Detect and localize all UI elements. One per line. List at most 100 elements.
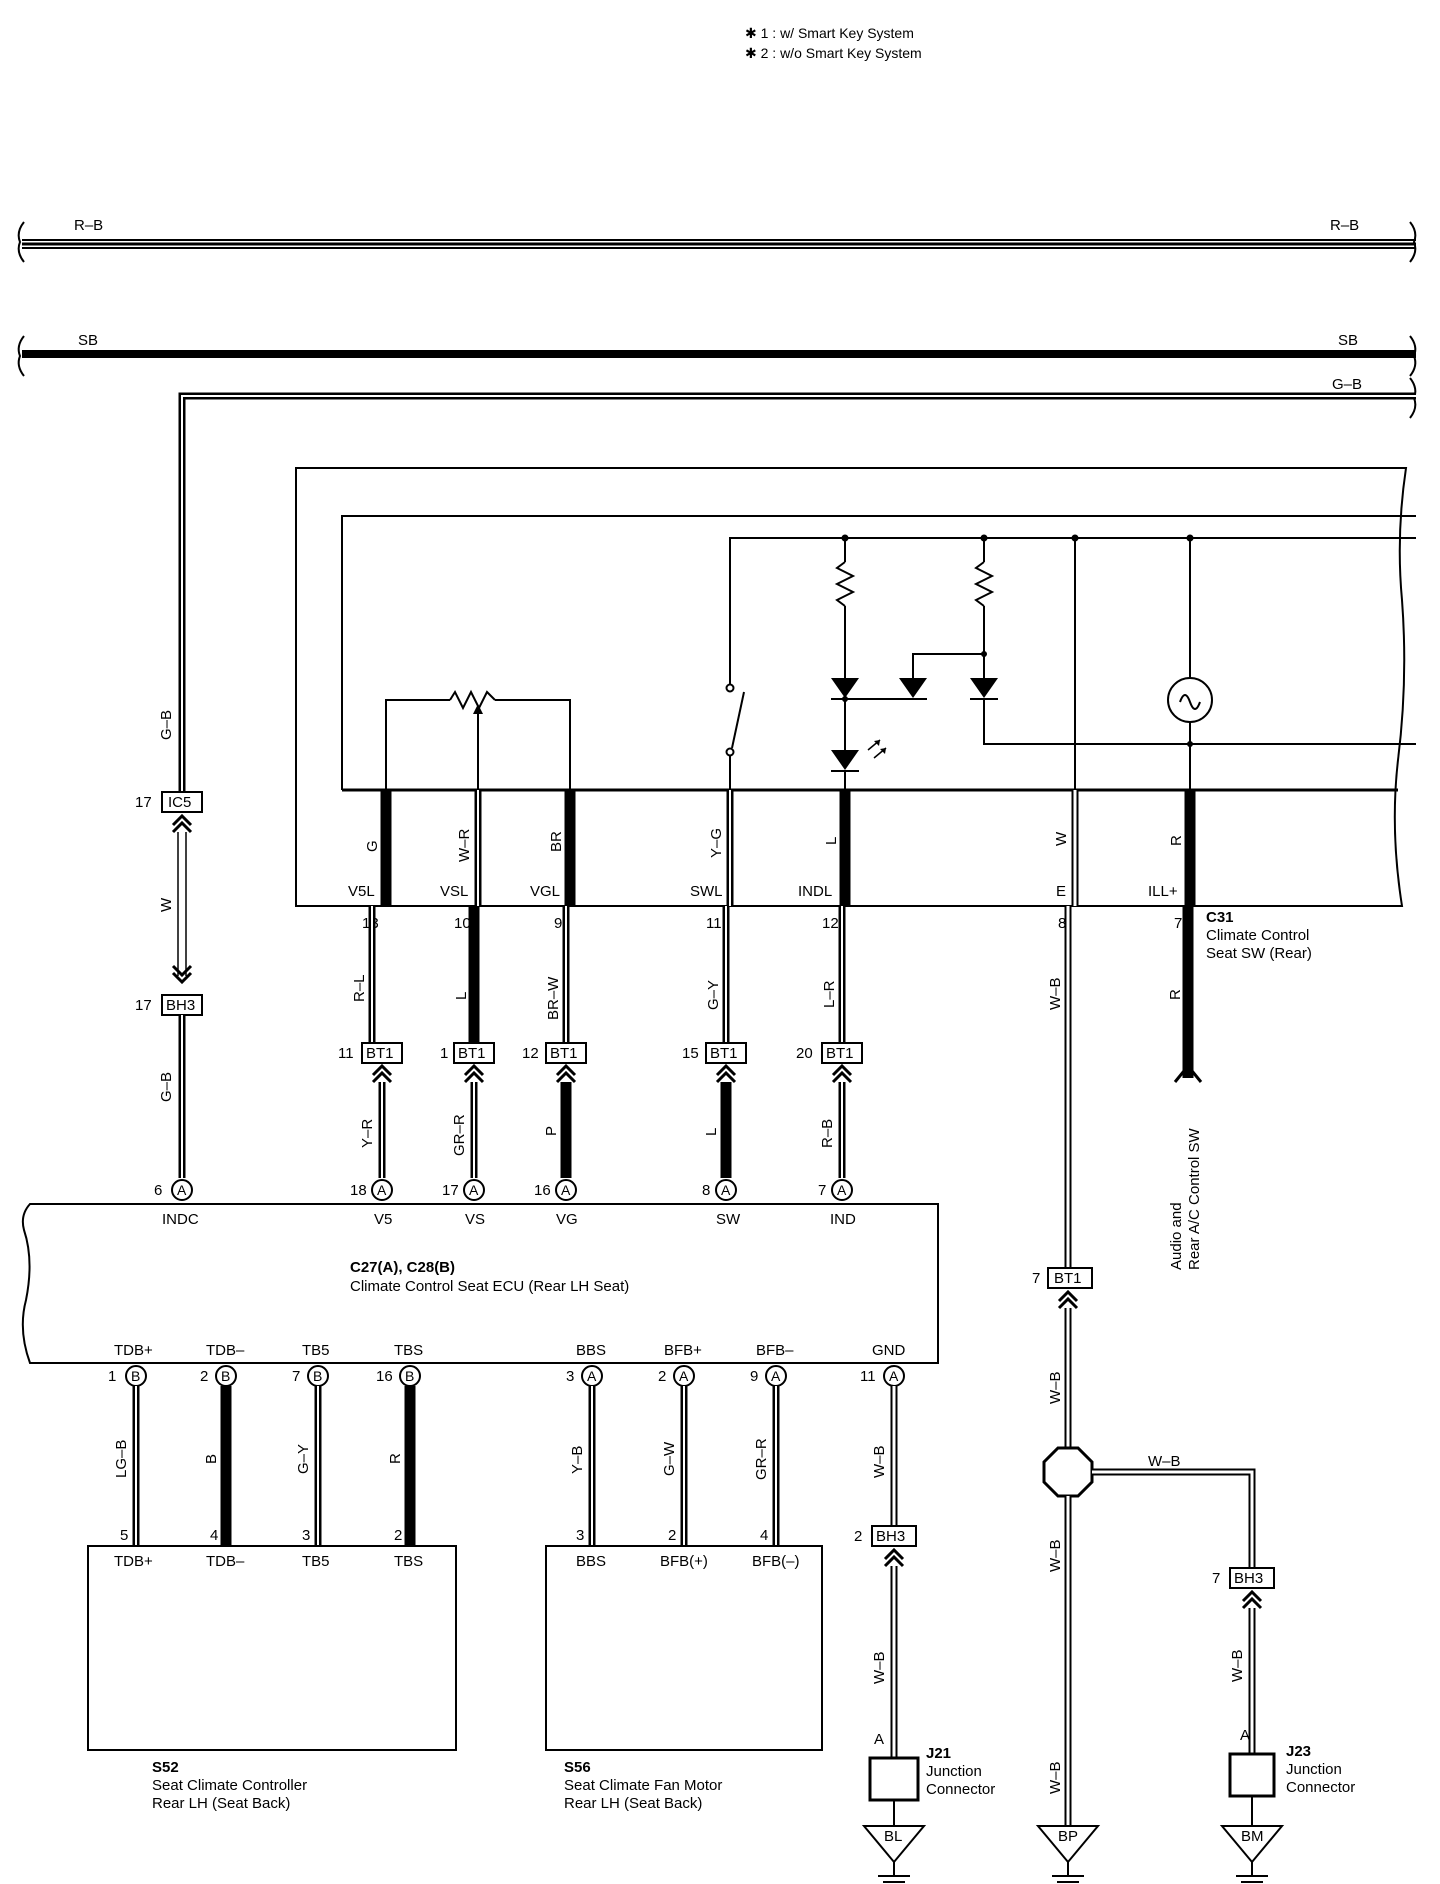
audio-label-line2: Rear A/C Control SW — [1186, 1127, 1203, 1270]
ecu-term-bfb-minus: BFB– — [756, 1342, 794, 1359]
c31-term-v5l: V5L — [348, 883, 375, 900]
s52-term: TDB+ — [114, 1553, 153, 1570]
ecu-top-pin-num: 6 — [154, 1182, 162, 1199]
ecu-c27-c28: C27(A), C28(B) Climate Control Seat ECU … — [21, 1203, 939, 1364]
junction-connector-j23: A J23 Junction Connector — [1228, 1727, 1355, 1826]
connector-bt1-a: BT1 11 — [338, 1042, 403, 1084]
ecu-term-gnd: GND — [872, 1342, 906, 1359]
ecu-term-bfb-plus: BFB+ — [664, 1342, 702, 1359]
ecu-bottom-pin-num: 2 — [200, 1368, 208, 1385]
ecu-top-term: VG — [556, 1211, 578, 1228]
ecu-bottom-pin-num: 9 — [750, 1368, 758, 1385]
connector-bh3-top-pin: 17 — [135, 997, 152, 1014]
bh3-j23-name: BH3 — [1234, 1570, 1263, 1587]
c31-pin-11: 11 — [706, 915, 722, 932]
ecu-top-pin-ind: A 7 IND — [818, 1179, 856, 1228]
bt1-b-name: BT1 — [458, 1045, 486, 1062]
wire-label-l-low: L — [703, 1128, 720, 1136]
ecu-top-term: VS — [465, 1211, 485, 1228]
c31-pin-8: 8 — [1058, 915, 1066, 932]
ecu-top-pin-num: 18 — [350, 1182, 367, 1199]
ecu-bottom-letter: B — [131, 1368, 140, 1384]
ecu-bottom-pin-num: 7 — [292, 1368, 300, 1385]
ecu-top-letter: A — [377, 1182, 387, 1198]
ecu-term-bbs: BBS — [576, 1342, 606, 1359]
bt1-f-name: BT1 — [1054, 1270, 1082, 1287]
ecu-term-tdb-plus: TDB+ — [114, 1342, 153, 1359]
ecu-bottom-letter: B — [221, 1368, 230, 1384]
ecu-bottom-letter: A — [679, 1368, 689, 1384]
ground-bp: BP — [1035, 1825, 1101, 1884]
j21-line2: Connector — [926, 1781, 995, 1798]
connector-ic5-pin: 17 — [135, 794, 152, 811]
wire-label-b: B — [203, 1454, 220, 1464]
ground-bl: BL — [861, 1825, 927, 1884]
ecu-bottom-pin-num: 11 — [860, 1368, 876, 1385]
s56-term: BFB(–) — [752, 1553, 800, 1570]
bh3-j23-pin: 7 — [1212, 1570, 1220, 1587]
connector-ic5: IC5 17 — [135, 791, 203, 834]
ecu-top-pin-v5: A 18 V5 — [350, 1179, 393, 1228]
ecu-bottom-pin-num: 16 — [376, 1368, 393, 1385]
s52-pin: 3 — [302, 1527, 310, 1544]
connector-bt1-d: BT1 15 — [682, 1042, 747, 1084]
wire-label-wb-e3: W–B — [1047, 1539, 1064, 1572]
s56-term: BFB(+) — [660, 1553, 708, 1570]
ecu-bottom-pin-num: 2 — [658, 1368, 666, 1385]
bt1-c-pin: 12 — [522, 1045, 539, 1062]
ground-bl-label: BL — [884, 1828, 902, 1845]
connector-bt1-c: BT1 12 — [522, 1042, 587, 1084]
connector-bt1-e: BT1 20 — [796, 1042, 863, 1084]
bt1-b-pin: 1 — [440, 1045, 448, 1062]
ecu-top-pin-num: 7 — [818, 1182, 826, 1199]
wire-label-grr-fan: GR–R — [753, 1438, 770, 1480]
bt1-c-name: BT1 — [550, 1045, 578, 1062]
ecu-bottom-letter: A — [889, 1368, 899, 1384]
ecu-bottom-pin-num: 3 — [566, 1368, 574, 1385]
c31-term-e: E — [1056, 883, 1066, 900]
ecu-top-letter: A — [469, 1182, 479, 1198]
ecu-term-tb5: TB5 — [302, 1342, 330, 1359]
wire-label-wb-e4: W–B — [1047, 1761, 1064, 1794]
s56-line1: Seat Climate Fan Motor — [564, 1777, 722, 1794]
wire-label-wb-splice: W–B — [1148, 1453, 1181, 1470]
wire-label-br: BR — [548, 831, 565, 852]
connector-bh3-top-name: BH3 — [166, 997, 195, 1014]
c31-pin-9: 9 — [554, 915, 562, 932]
ecu-top-letter: A — [837, 1182, 847, 1198]
ecu-top-pin-sw: A 8 SW — [702, 1179, 741, 1228]
s56-pin: 3 — [576, 1527, 584, 1544]
s52-line2: Rear LH (Seat Back) — [152, 1795, 290, 1812]
wire-label-g: G — [364, 840, 381, 852]
wire-label-r-top: R — [1168, 835, 1185, 846]
note-smart-key: ✱ 1 : w/ Smart Key System — [745, 25, 914, 41]
ecu-bottom-letter: B — [405, 1368, 414, 1384]
s56-code: S56 — [564, 1759, 591, 1776]
wire-label-w-top: W — [1053, 831, 1070, 846]
wire-label-r-seat: R — [387, 1453, 404, 1464]
bus-rb-label-right: R–B — [1330, 217, 1359, 234]
ecu-top-term: V5 — [374, 1211, 392, 1228]
ecu-top-letter: A — [177, 1182, 187, 1198]
ecu-name: Climate Control Seat ECU (Rear LH Seat) — [350, 1278, 629, 1295]
ecu-top-term: INDC — [162, 1211, 199, 1228]
c31-term-swl: SWL — [690, 883, 723, 900]
s52-line1: Seat Climate Controller — [152, 1777, 307, 1794]
bt1-a-name: BT1 — [366, 1045, 394, 1062]
c31-term-indl: INDL — [798, 883, 832, 900]
wire-label-l-top: L — [823, 837, 840, 845]
c31-code: C31 — [1206, 909, 1234, 926]
wire-label-gw: G–W — [661, 1441, 678, 1476]
bus-sb-label-left: SB — [78, 332, 98, 349]
bh3-gnd-pin: 2 — [854, 1528, 862, 1545]
ground-bm: BM — [1219, 1825, 1285, 1884]
ecu-top-pin-num: 8 — [702, 1182, 710, 1199]
c31-term-vgl: VGL — [530, 883, 560, 900]
fan-motor-s56: 3 2 4 BBS BFB(+) BFB(–) S56 Seat Climate… — [545, 1527, 823, 1812]
junction-connector-j21: A J21 Junction Connector — [868, 1731, 995, 1826]
bus-sb: SB SB — [17, 332, 1417, 377]
ecu-bottom-letter: A — [587, 1368, 597, 1384]
s56-pin: 2 — [668, 1527, 676, 1544]
s52-code: S52 — [152, 1759, 179, 1776]
